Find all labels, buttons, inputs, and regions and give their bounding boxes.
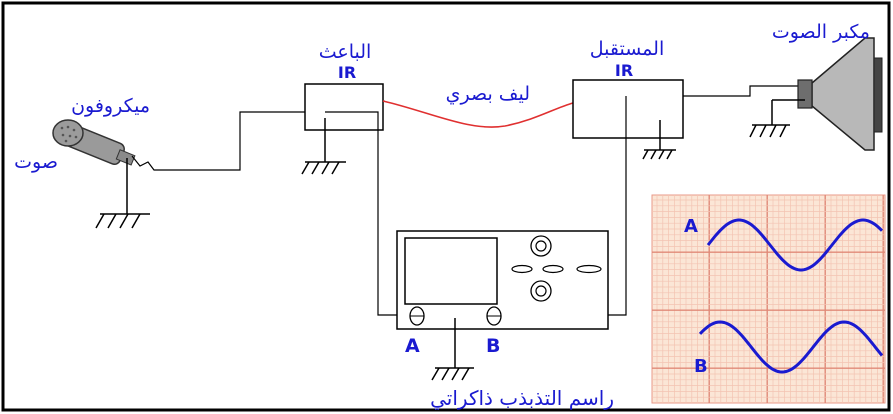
transmitter-box [304,83,384,131]
ground-icon [301,118,346,175]
ground-icon [749,99,805,138]
channel-a-label: A [405,335,420,357]
waveform-a [706,218,884,272]
ground-icon [431,318,474,381]
speaker-icon [797,37,883,151]
mic-wire [131,111,305,171]
oscilloscope-label: راسم التذبذب ذاكراتي [430,386,614,411]
microphone-icon [52,119,136,166]
receiver-label: المستقبل [590,38,664,60]
waveform-b [698,320,884,374]
trace-a-label: A [684,216,698,237]
speaker-wire [683,85,798,97]
waveform-display [651,194,886,404]
speaker-label: مكبر الصوت [772,21,870,43]
trace-b-label: B [694,356,708,377]
receiver-box [572,79,684,139]
transmitter-label: الباعث [319,41,372,63]
oscilloscope-icon [396,230,609,330]
receiver-ir-tag: IR [615,61,633,80]
fiber-label: ليف بصري [446,83,530,105]
channel-b-label: B [486,335,500,357]
sound-input-label: صوت [14,151,58,173]
probe-a-wire [325,111,412,316]
ground-icon [95,158,150,229]
transmitter-ir-tag: IR [338,63,356,82]
optical-fiber [382,100,574,128]
ground-icon [642,120,676,160]
microphone-label: ميكروفون [71,95,150,117]
